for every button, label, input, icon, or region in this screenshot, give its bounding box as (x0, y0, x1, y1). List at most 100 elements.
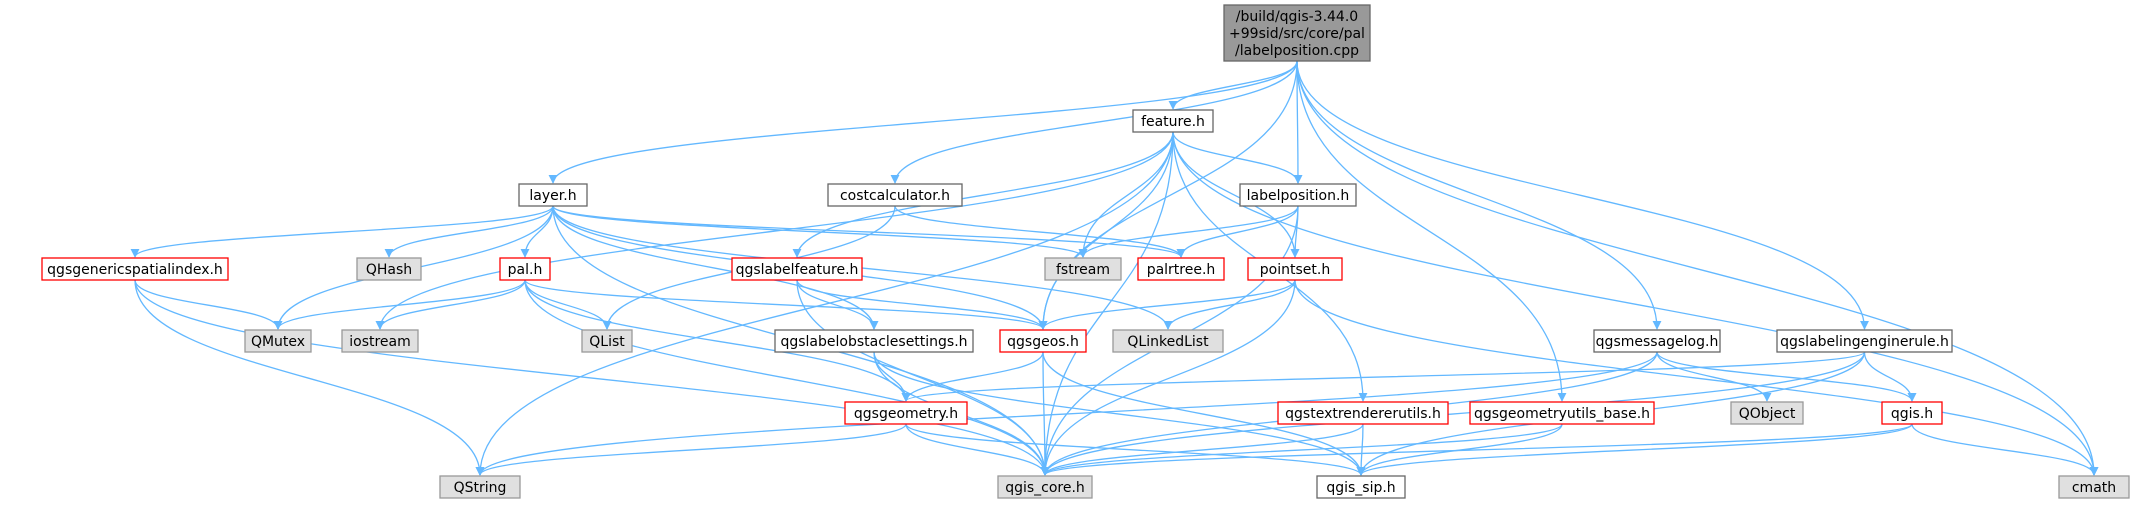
node-box (1881, 401, 1943, 425)
edge-line (1040, 351, 1866, 476)
node-label: feature.h (1141, 114, 1205, 130)
node-layer[interactable]: layer.h (518, 183, 588, 207)
edge-root-to-costcalculator (890, 60, 1298, 184)
node-box (244, 329, 312, 353)
edge-qgsmessagelog-to-qobject (1656, 351, 1772, 402)
edge-qgsgeometry-to-qgis-sip (905, 423, 1366, 476)
edge-layer-to-palrtree (552, 205, 1186, 258)
node-qgstextrendererutils[interactable]: qgstextrendererutils.h (1277, 401, 1449, 425)
edge-line (1296, 60, 1567, 402)
node-box (731, 257, 863, 281)
edge-pal-to-qgsgeometry (524, 279, 911, 402)
edge-feature-to-cmath (1172, 131, 2099, 476)
node-box (581, 329, 633, 353)
node-qgslabelingenginerule[interactable]: qgslabelingenginerule.h (1776, 329, 1953, 353)
edge-line (901, 351, 1044, 402)
node-qgslabelobstaclesettings[interactable]: qgslabelobstaclesettings.h (774, 329, 974, 353)
node-qgslabelfeature[interactable]: qgslabelfeature.h (731, 257, 863, 281)
node-qgis-sip[interactable]: qgis_sip.h (1316, 475, 1406, 499)
node-box (1112, 329, 1224, 353)
node-label: qgslabelfeature.h (736, 262, 859, 278)
node-pal[interactable]: pal.h (499, 257, 551, 281)
edge-line (796, 279, 1050, 476)
edge-layer-to-fstream (552, 205, 1088, 258)
edge-qgslabelfeature-to-qgsgeos (796, 279, 1048, 330)
edge-qgslabelobstaclesettings-to-qgis-sip (873, 351, 1366, 476)
node-label: QString (454, 480, 507, 496)
edge-line (1356, 423, 1563, 476)
node-qgsgeometry[interactable]: qgsgeometry.h (844, 401, 968, 425)
node-label: qgsmessagelog.h (1596, 334, 1719, 350)
node-labelposition[interactable]: labelposition.h (1239, 183, 1357, 207)
edge-qgsgenericspatialindex-to-qstring (134, 279, 485, 476)
edge-qgsgeometryutils-base-to-qgis-core (1040, 423, 1563, 476)
node-label: +99sid/src/core/pal (1229, 26, 1365, 42)
node-qstring: QString (439, 475, 521, 499)
node-pointset[interactable]: pointset.h (1247, 257, 1343, 281)
edge-line (134, 279, 1050, 476)
node-qgsgenericspatialindex[interactable]: qgsgenericspatialindex.h (41, 257, 229, 281)
edge-line (1656, 351, 1772, 402)
edge-line (475, 351, 1658, 476)
node-label: fstream (1056, 262, 1110, 278)
node-label: qgsgenericspatialindex.h (47, 262, 223, 278)
node-box (41, 257, 229, 281)
edge-qgsgenericspatialindex-to-qmutex (134, 279, 283, 330)
edge-line (134, 279, 283, 330)
edge-line (1356, 423, 1913, 476)
edge-line (475, 423, 907, 476)
node-qlist: QList (581, 329, 633, 353)
node-palrtree[interactable]: palrtree.h (1137, 257, 1225, 281)
node-box (1132, 109, 1214, 133)
edge-line (890, 60, 1298, 184)
edge-line (1038, 131, 1174, 330)
edge-layer-to-qhash (384, 205, 554, 258)
node-box (2058, 475, 2130, 499)
node-label: QHash (366, 262, 412, 278)
edge-pal-to-qlist (524, 279, 612, 330)
edge-qgslabelfeature-to-qgslabelobstaclesettings (796, 279, 879, 330)
edge-line (552, 205, 879, 330)
edge-qgis-to-qgis-core (1040, 423, 1913, 476)
edge-qgslabelfeature-to-qgis-core (796, 279, 1050, 476)
edge-line (524, 279, 1048, 330)
edge-line (375, 131, 1174, 330)
edge-line (792, 131, 1174, 258)
node-label: pal.h (508, 262, 543, 278)
node-box (1469, 401, 1655, 425)
edge-line (894, 205, 1186, 258)
node-label: qgsgeometryutils_base.h (1474, 406, 1650, 422)
node-qgis[interactable]: qgis.h (1881, 401, 1943, 425)
edge-root-to-qgsgeometryutils-base (1296, 60, 1567, 402)
node-label: QList (589, 334, 625, 350)
edge-labelposition-to-palrtree (1176, 205, 1299, 258)
node-qgis-core: qgis_core.h (997, 475, 1093, 499)
edge-root-to-feature (1168, 60, 1298, 110)
node-box (1044, 257, 1122, 281)
edge-pal-to-qgis-core (524, 279, 1050, 476)
node-label: QObject (1739, 406, 1796, 422)
node-label: pointset.h (1260, 262, 1330, 278)
node-qgsmessagelog[interactable]: qgsmessagelog.h (1593, 329, 1721, 353)
node-iostream: iostream (341, 329, 419, 353)
edge-line (1040, 423, 1913, 476)
node-box (774, 329, 974, 353)
node-costcalculator[interactable]: costcalculator.h (827, 183, 963, 207)
edge-qgstextrendererutils-to-qgis-sip (1356, 423, 1366, 476)
edge-line (901, 351, 1866, 402)
edge-line (1656, 351, 1917, 402)
node-box (341, 329, 419, 353)
node-qhash: QHash (356, 257, 422, 281)
edge-pointset-to-qgis-core (1040, 279, 1296, 476)
node-feature[interactable]: feature.h (1132, 109, 1214, 133)
node-root[interactable]: /build/qgis-3.44.0+99sid/src/core/pal/la… (1223, 4, 1371, 62)
node-label: layer.h (529, 188, 576, 204)
node-qgsgeos[interactable]: qgsgeos.h (999, 329, 1087, 353)
node-label: qgslabelingenginerule.h (1780, 334, 1949, 350)
edge-root-to-labelposition (1293, 60, 1303, 184)
edge-qgsmessagelog-to-qgis (1656, 351, 1917, 402)
edge-line (905, 423, 1050, 476)
edge-qgsgeometryutils-base-to-qgis-sip (1356, 423, 1563, 476)
node-qgsgeometryutils-base[interactable]: qgsgeometryutils_base.h (1469, 401, 1655, 425)
edge-line (1168, 60, 1298, 110)
